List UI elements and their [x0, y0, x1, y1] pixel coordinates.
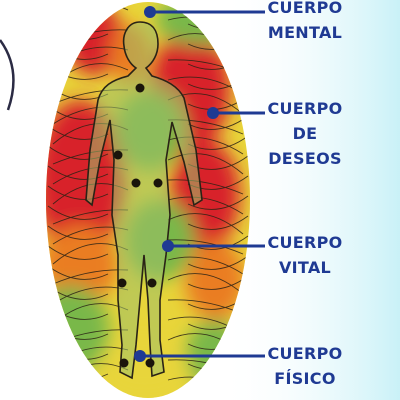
aura-flow-line — [167, 273, 244, 295]
label-line: DESEOS — [268, 149, 342, 168]
chakra-dot — [145, 358, 155, 368]
aura-flow-line — [187, 215, 249, 230]
chakra-dot — [147, 278, 157, 288]
human-figure — [85, 21, 203, 380]
label-line: VITAL — [278, 258, 332, 277]
aura-flow-line — [167, 153, 244, 175]
label-line: MENTAL — [267, 23, 343, 42]
aura-flow-line — [167, 196, 244, 215]
connector-dot — [134, 350, 146, 362]
aura-flow-line — [47, 205, 109, 220]
aura-flow-line — [167, 179, 244, 195]
aura-flow-line — [187, 255, 249, 270]
label-cuerpo-mental: CUERPO MENTAL — [250, 0, 360, 45]
aura-flow-line — [47, 145, 109, 160]
aura-flow-line — [167, 256, 244, 275]
chakra-dot — [131, 178, 141, 188]
label-line: CUERPO — [267, 233, 343, 252]
aura-flow-line — [47, 265, 109, 280]
chakra-dot — [117, 278, 127, 288]
label-line: DE — [292, 124, 318, 143]
aura-flow-line — [167, 239, 244, 255]
chakra-dot — [153, 178, 163, 188]
label-line: CUERPO — [267, 0, 343, 17]
aura-flow-line — [187, 195, 249, 210]
aura-flow-line — [167, 213, 244, 235]
label-line: FÍSICO — [274, 369, 336, 388]
label-cuerpo-vital: CUERPO VITAL — [250, 230, 360, 280]
label-cuerpo-de-deseos: CUERPO DE DESEOS — [250, 96, 360, 171]
aura-flow-line — [47, 245, 109, 260]
aura-flow-line — [47, 225, 109, 240]
chakra-points — [113, 83, 163, 368]
chakra-dot — [113, 150, 123, 160]
aura-flow-line — [47, 185, 109, 200]
connector-dot — [207, 107, 219, 119]
aura-flow-line — [167, 136, 244, 155]
label-cuerpo-fisico: CUERPO FÍSICO — [250, 341, 360, 391]
label-line: CUERPO — [267, 344, 343, 363]
left-border-arc — [0, 39, 15, 111]
connector-lines — [134, 6, 265, 362]
label-line: CUERPO — [267, 99, 343, 118]
chakra-dot — [119, 358, 129, 368]
chakra-dot — [135, 83, 145, 93]
connector-dot — [144, 6, 156, 18]
connector-dot — [162, 240, 174, 252]
aura-flow-line — [47, 165, 109, 180]
